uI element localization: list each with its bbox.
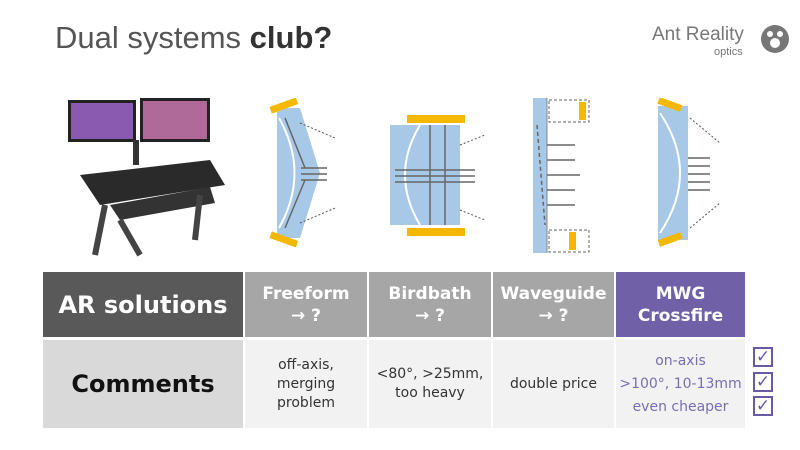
col-title: Waveguide bbox=[500, 283, 607, 304]
comment-waveguide: double price bbox=[493, 340, 614, 428]
birdbath-diagram bbox=[390, 115, 485, 236]
comment-line: <80°, >25mm, bbox=[376, 366, 484, 382]
comment-line: >100°, 10-13mm bbox=[619, 375, 742, 392]
freeform-diagram bbox=[269, 98, 336, 248]
column-waveguide: Waveguide→ ? bbox=[493, 272, 614, 337]
col-title: Freeform bbox=[262, 283, 350, 304]
col-sub: Crossfire bbox=[637, 305, 724, 326]
slide-title: Dual systems club? bbox=[55, 20, 332, 56]
crossfire-diagram bbox=[657, 98, 721, 247]
col-title: Birdbath bbox=[388, 283, 472, 304]
checkbox-checked-icon: ✓ bbox=[753, 396, 773, 416]
logo: Ant Reality optics bbox=[652, 22, 792, 62]
comment-line: double price bbox=[509, 375, 597, 392]
logo-sub: optics bbox=[714, 46, 743, 58]
comment-freeform: off-axis, merging problem bbox=[245, 340, 367, 428]
comment-line: off-axis, bbox=[278, 356, 334, 373]
title-bold: club? bbox=[249, 20, 333, 55]
comment-line: on-axis bbox=[655, 352, 706, 369]
col-sub: → ? bbox=[414, 305, 446, 326]
comment-line: merging bbox=[276, 375, 336, 392]
checkbox-checked-icon: ✓ bbox=[753, 372, 773, 392]
logo-name: Ant Reality bbox=[652, 24, 744, 45]
comment-line: even cheaper bbox=[632, 398, 729, 415]
title-regular: Dual systems bbox=[55, 20, 250, 55]
col-title: MWG bbox=[655, 283, 706, 304]
col-sub: → ? bbox=[290, 305, 322, 326]
column-freeform: Freeform→ ? bbox=[245, 272, 367, 337]
standing-desk-image bbox=[68, 98, 225, 257]
column-birdbath: Birdbath→ ? bbox=[369, 272, 491, 337]
header-ar-solutions: AR solutions bbox=[43, 272, 243, 337]
row-label-comments: Comments bbox=[43, 340, 243, 428]
waveguide-diagram bbox=[533, 98, 590, 253]
ant-logo-icon bbox=[761, 25, 789, 53]
col-sub: → ? bbox=[538, 305, 569, 326]
comment-line: problem bbox=[277, 394, 335, 411]
checkbox-checked-icon: ✓ bbox=[753, 347, 773, 367]
comment-mwg-crossfire: on-axis >100°, 10-13mm even cheaper bbox=[616, 340, 745, 428]
comment-line: too heavy bbox=[395, 385, 465, 401]
comment-birdbath: <80°, >25mm, too heavy bbox=[369, 340, 491, 428]
